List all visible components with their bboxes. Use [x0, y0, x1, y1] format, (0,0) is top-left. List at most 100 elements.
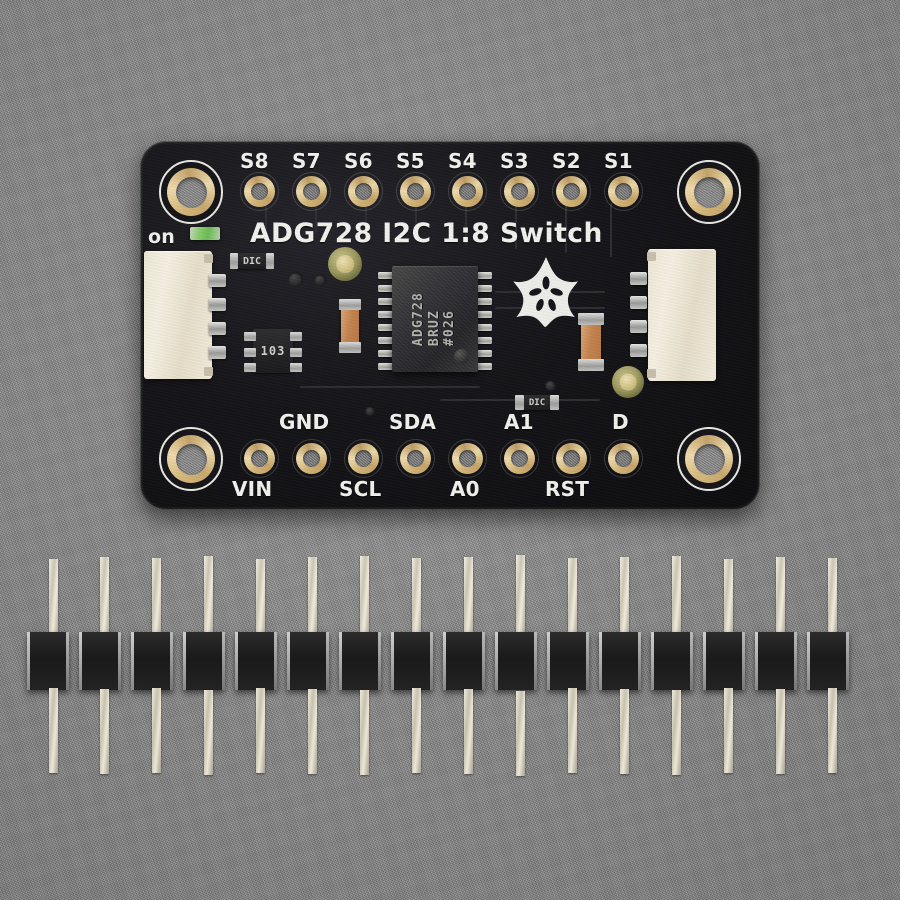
smd-terminal	[266, 253, 274, 269]
pin-label-sda: SDA	[389, 410, 437, 434]
ic-leg	[476, 298, 492, 305]
pin-pad-s3[interactable]	[504, 176, 535, 207]
stemma-qt-connector-left[interactable]	[144, 251, 213, 379]
pin-pad-s1[interactable]	[608, 176, 639, 207]
pin-pad-sda[interactable]	[400, 443, 431, 474]
pad-halo	[604, 439, 643, 478]
header-pin-bottom	[256, 688, 265, 773]
pcb-trace	[610, 203, 612, 257]
pad-halo	[240, 172, 279, 211]
mounting-hole-ring	[167, 168, 215, 216]
pin-label-s3: S3	[500, 149, 529, 173]
pin-label-s5: S5	[396, 149, 425, 173]
header-pin-bottom	[516, 691, 525, 776]
pin-pad-s8[interactable]	[244, 176, 275, 207]
pin-hole	[459, 183, 476, 200]
header-pin-top	[308, 557, 317, 640]
mounting-hole-ring	[167, 435, 215, 483]
ic-leg	[476, 311, 492, 318]
pad-halo	[344, 439, 383, 478]
pin-hole	[355, 183, 372, 200]
smd-terminal	[290, 348, 302, 357]
header-body-segment	[27, 632, 69, 690]
pin-label-s4: S4	[448, 149, 477, 173]
header-body-segment	[287, 632, 329, 690]
stemma-qt-connector-right[interactable]	[647, 249, 716, 381]
pin-hole	[303, 450, 320, 467]
ic-leg	[378, 350, 394, 357]
connector-pin	[630, 272, 647, 285]
pin-pad-a0[interactable]	[452, 443, 483, 474]
mounting-hole-ring	[685, 168, 733, 216]
smd-terminal	[339, 342, 361, 353]
pin-pad-scl[interactable]	[348, 443, 379, 474]
smd-terminal	[515, 395, 524, 410]
adafruit-flower-logo	[508, 254, 584, 330]
header-pin-top	[620, 557, 629, 640]
pin-hole	[251, 450, 268, 467]
header-pin-top	[464, 557, 473, 640]
header-body-segment	[183, 632, 225, 690]
smd-resistor-dic-top: DIC	[236, 253, 268, 269]
pad-halo	[500, 439, 539, 478]
pin-pad-s4[interactable]	[452, 176, 483, 207]
header-pin-top	[100, 557, 109, 640]
flower-icon	[513, 257, 578, 327]
header-pin-bottom	[152, 688, 161, 773]
header-body-segment	[547, 632, 589, 690]
pcb-trace	[300, 386, 480, 388]
ic-package-code: BRUZ	[426, 309, 442, 347]
pin-label-vin: VIN	[232, 477, 273, 501]
pin-pad-s2[interactable]	[556, 176, 587, 207]
connector-pin	[209, 322, 226, 335]
header-body-segment	[703, 632, 745, 690]
pin-pad-gnd[interactable]	[296, 443, 327, 474]
pin-hole	[355, 450, 372, 467]
header-pin-bottom	[672, 690, 681, 775]
header-body-segment	[339, 632, 381, 690]
header-pin-top	[360, 556, 369, 639]
mounting-hole-top-right	[677, 160, 741, 224]
smd-capacitor-left	[341, 306, 359, 346]
pin-hole	[459, 450, 476, 467]
power-led	[190, 227, 220, 240]
header-body-segment	[807, 632, 849, 690]
ic-leg	[476, 363, 492, 370]
header-pin-top	[828, 558, 837, 641]
pin-pad-a1[interactable]	[504, 443, 535, 474]
connector-tab	[204, 254, 213, 263]
header-pin-top	[776, 557, 785, 640]
header-body-segment	[235, 632, 277, 690]
led-on-label: on	[148, 226, 175, 248]
pin-hole	[615, 183, 632, 200]
ic-leg	[476, 337, 492, 344]
pad-halo	[292, 439, 331, 478]
adg728-breakout-board: S8 S7 S6 S5 S4 S3 S2 S1 ADG728 I2C 1:8 S…	[140, 141, 760, 510]
pin-pad-s5[interactable]	[400, 176, 431, 207]
pin-label-s8: S8	[240, 149, 269, 173]
smd-terminal	[230, 253, 238, 269]
resistor-network-103: 103	[253, 329, 293, 373]
gold-test-pad-lower	[612, 366, 644, 398]
ic-leg	[378, 272, 394, 279]
pin-pad-vin[interactable]	[244, 443, 275, 474]
pin-label-a1: A1	[504, 410, 534, 434]
pad-halo	[396, 172, 435, 211]
ic-leg	[378, 363, 394, 370]
pin-pad-rst[interactable]	[556, 443, 587, 474]
gold-pad-inner	[336, 255, 354, 273]
header-pin-bottom	[412, 688, 421, 773]
pcb-trace	[415, 203, 417, 241]
pin-pad-s7[interactable]	[296, 176, 327, 207]
connector-tab	[204, 367, 213, 376]
pad-halo	[292, 172, 331, 211]
mounting-hole-bore	[175, 176, 207, 208]
connector-tab	[647, 252, 656, 261]
pin-pad-d[interactable]	[608, 443, 639, 474]
pin-hole	[407, 450, 424, 467]
smd-capacitor-right	[581, 321, 601, 363]
header-body-segment	[131, 632, 173, 690]
pin-pad-s6[interactable]	[348, 176, 379, 207]
header-body-segment	[495, 632, 537, 690]
